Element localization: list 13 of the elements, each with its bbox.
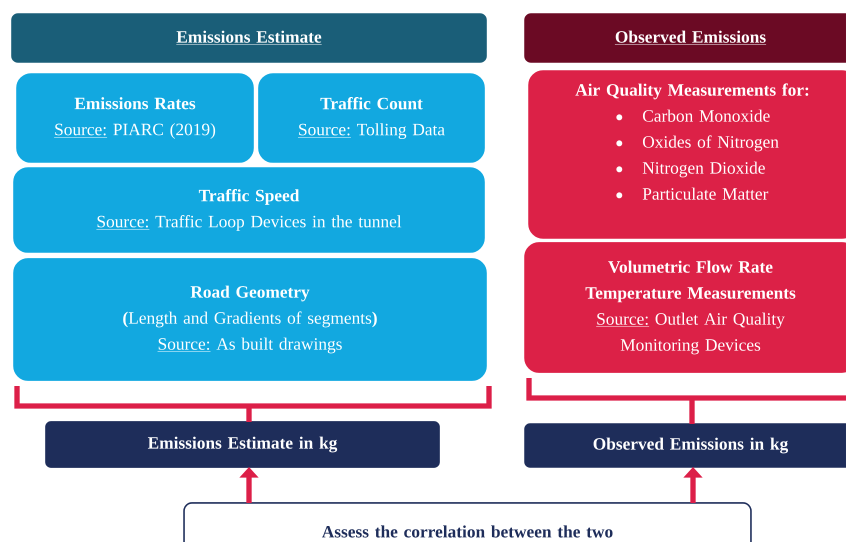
header-bar: Emissions Estimate	[11, 13, 487, 63]
summary-box: Assess the correlation between the two	[183, 502, 752, 542]
bracket-connector	[526, 375, 846, 427]
info-box: Road Geometry (Length and Gradients of segments) Source: As built drawings	[13, 258, 487, 381]
info-box: Emissions Rates Source: PIARC (2019)	[16, 73, 254, 163]
header-bar: Observed Emissions	[524, 13, 846, 63]
info-box: Traffic Count Source: Tolling Data	[258, 73, 485, 163]
bracket-connector	[14, 383, 492, 425]
result-bar: Emissions Estimate in kg	[45, 421, 440, 468]
info-box: Air Quality Measurements for: Carbon Monoxide Oxides of Nitrogen Nitrogen Dioxide Particulate Matter	[528, 70, 846, 239]
info-box: Volumetric Flow Rate Temperature Measurements Source: Outlet Air Quality Monitoring Devices	[524, 242, 846, 373]
result-bar: Observed Emissions in kg	[524, 423, 846, 468]
info-box: Traffic Speed Source: Traffic Loop Devices in the tunnel	[13, 167, 485, 253]
